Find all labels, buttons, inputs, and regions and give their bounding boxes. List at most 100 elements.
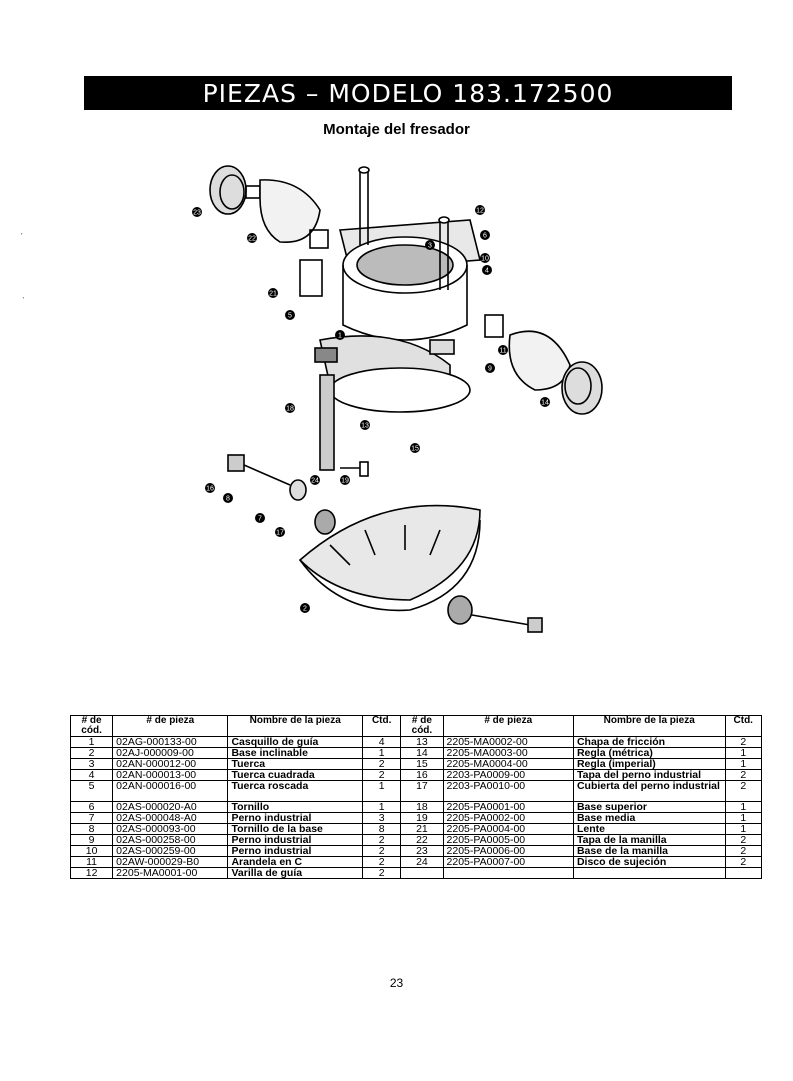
cell-code: 9 (69, 834, 114, 846)
cell-part-number: 2205-PA0004-00 (442, 823, 574, 835)
cell-qty (724, 867, 762, 879)
table-row: 1 02AG-000133-00 Casquillo de guía 4 13 … (69, 736, 762, 748)
page-title: PIEZAS – MODELO 183.172500 (202, 78, 614, 108)
cell-qty: 2 (362, 769, 402, 781)
cell-code: 11 (69, 856, 114, 868)
cell-code: 1 (69, 736, 114, 748)
callout-number: 4 (485, 268, 489, 275)
cell-part-name: Cubierta del perno industrial (572, 780, 726, 802)
col-header-name: Nombre de la pieza (572, 715, 726, 737)
callout-number: 13 (361, 423, 369, 430)
adjustment-screw-icon (227, 454, 369, 535)
cell-part-name: Tapa del perno industrial (572, 769, 726, 781)
col-header-code: # de cód. (69, 715, 114, 737)
cell-code: 16 (400, 769, 444, 781)
cell-qty: 2 (724, 834, 762, 846)
table-row: 5 02AN-000016-00 Tuerca roscada 1 17 220… (69, 780, 762, 802)
cell-qty: 4 (362, 736, 402, 748)
cell-part-name: Perno industrial (227, 834, 364, 846)
col-header-part: # de pieza (442, 715, 574, 737)
cell-qty: 2 (724, 856, 762, 868)
cell-qty: 2 (362, 856, 402, 868)
table-row: 6 02AS-000020-A0 Tornillo 1 18 2205-PA00… (69, 801, 762, 813)
cell-qty: 1 (362, 780, 402, 802)
col-header-part: # de pieza (112, 715, 229, 737)
cell-part-name: Tornillo de la base (227, 823, 364, 835)
cell-part-name: Tuerca cuadrada (227, 769, 364, 781)
scan-mark: ˋ (22, 296, 25, 306)
cell-code: 4 (69, 769, 114, 781)
cell-qty: 1 (724, 801, 762, 813)
cell-part-name: Perno industrial (227, 845, 364, 857)
cell-code: 13 (400, 736, 444, 748)
cell-part-name: Regla (imperial) (572, 758, 726, 770)
parts-table-header: # de cód. # de pieza Nombre de la pieza … (69, 715, 762, 737)
callout-number: 10 (481, 256, 489, 263)
cell-qty: 1 (724, 758, 762, 770)
callout-number: 21 (269, 291, 277, 298)
cell-part-name: Lente (572, 823, 726, 835)
cell-code: 2 (69, 747, 114, 759)
cell-part-number: 02AW-000029-B0 (112, 856, 229, 868)
cell-part-number: 02AN-000013-00 (112, 769, 229, 781)
callout-number: 15 (411, 446, 419, 453)
cell-code: 14 (400, 747, 444, 759)
page-title-banner: PIEZAS – MODELO 183.172500 (84, 76, 732, 110)
cell-part-name: Arandela en C (227, 856, 364, 868)
cell-part-name: Chapa de fricción (572, 736, 726, 748)
callout-number: 23 (193, 210, 201, 217)
callout-number: 22 (248, 236, 256, 243)
cell-part-number: 2205-PA0005-00 (442, 834, 574, 846)
table-row: 9 02AS-000258-00 Perno industrial 2 22 2… (69, 834, 762, 846)
callout-number: 5 (288, 313, 292, 320)
cell-code: 8 (69, 823, 114, 835)
cell-qty: 2 (362, 834, 402, 846)
cell-qty: 1 (724, 823, 762, 835)
cell-part-name: Disco de sujeción (572, 856, 726, 868)
cell-code: 17 (400, 780, 444, 802)
table-row: 7 02AS-000048-A0 Perno industrial 3 19 2… (69, 812, 762, 824)
callout-number: 11 (499, 348, 506, 355)
callout-number: 12 (476, 208, 484, 215)
tilting-base-icon (298, 504, 543, 633)
cell-code: 18 (400, 801, 444, 813)
cell-part-number: 2205-PA0001-00 (442, 801, 574, 813)
table-row: 8 02AS-000093-00 Tornillo de la base 8 2… (69, 823, 762, 835)
cell-code: 24 (400, 856, 444, 868)
cell-part-number: 2205-PA0002-00 (442, 812, 574, 824)
col-header-qty: Ctd. (724, 715, 762, 737)
callout-number: 8 (226, 496, 230, 503)
cell-part-name: Base media (572, 812, 726, 824)
cell-part-number: 2205-PA0007-00 (442, 856, 574, 868)
cell-qty: 1 (362, 801, 402, 813)
cell-part-number: 02AS-000258-00 (112, 834, 229, 846)
cell-part-number: 02AN-000012-00 (112, 758, 229, 770)
cell-part-number: 02AJ-000009-00 (112, 747, 229, 759)
cell-part-number: 2205-MA0004-00 (442, 758, 574, 770)
callout-number: 3 (428, 243, 432, 250)
cell-part-number: 02AS-000048-A0 (112, 812, 229, 824)
callout-number: 7 (258, 516, 262, 523)
cell-qty: 1 (362, 747, 402, 759)
cell-part-name: Base inclinable (227, 747, 364, 759)
cell-part-name: Casquillo de guía (227, 736, 364, 748)
table-row: 11 02AW-000029-B0 Arandela en C 2 24 220… (69, 856, 762, 868)
cell-code: 10 (69, 845, 114, 857)
left-handle-icon (209, 165, 321, 243)
callout-number: 14 (541, 400, 549, 407)
cell-part-name: Base de la manilla (572, 845, 726, 857)
middle-base-icon (314, 335, 471, 471)
page-number: 23 (389, 976, 404, 990)
cell-qty: 2 (362, 845, 402, 857)
callout-number: 9 (488, 366, 492, 373)
right-handle-icon (429, 330, 603, 415)
table-row: 3 02AN-000012-00 Tuerca 2 15 2205-MA0004… (69, 758, 762, 770)
cell-code: 5 (69, 780, 114, 802)
cell-part-name: Varilla de guía (227, 867, 364, 879)
cell-qty: 2 (724, 845, 762, 857)
cell-part-name: Regla (métrica) (572, 747, 726, 759)
section-subtitle: Montaje del fresador (323, 121, 470, 138)
cell-part-number: 2205-MA0001-00 (112, 867, 229, 879)
cell-qty: 2 (724, 769, 762, 781)
